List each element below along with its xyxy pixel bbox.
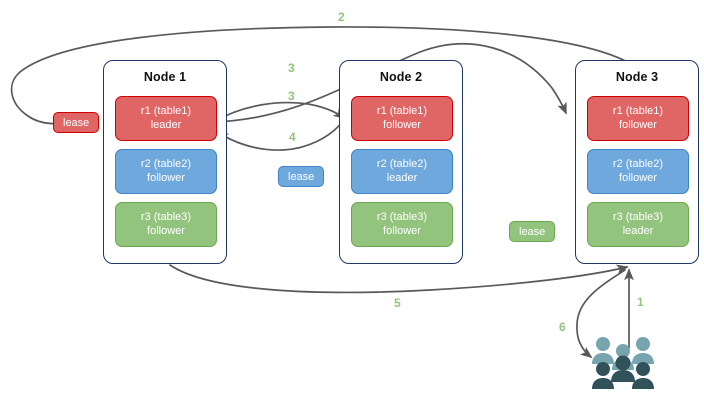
replica-role: leader bbox=[150, 118, 182, 131]
node-title: Node 1 bbox=[143, 70, 187, 84]
replica-name: r1 (table1) bbox=[376, 105, 428, 117]
step-label-6: 6 bbox=[559, 320, 566, 334]
replica-chip-r3[interactable]: r3 (table3) follower bbox=[115, 202, 217, 247]
replica-name: r2 (table2) bbox=[612, 158, 664, 170]
node-title: Node 2 bbox=[379, 70, 423, 84]
replica-chip-r3[interactable]: r3 (table3) follower bbox=[351, 202, 453, 247]
replica-chip-r1[interactable]: r1 (table1) follower bbox=[351, 96, 453, 141]
step-label-5: 5 bbox=[394, 296, 401, 310]
replica-role: follower bbox=[383, 224, 421, 237]
replica-name: r3 (table3) bbox=[612, 211, 664, 223]
replica-role: follower bbox=[147, 171, 185, 184]
replica-role: follower bbox=[383, 118, 421, 131]
replica-name: r1 (table1) bbox=[140, 105, 192, 117]
replica-name: r2 (table2) bbox=[140, 158, 192, 170]
replica-chip-r2[interactable]: r2 (table2) follower bbox=[587, 149, 689, 194]
edge-3-lower bbox=[212, 101, 346, 123]
people-group-icon bbox=[592, 337, 654, 389]
step-label-4: 4 bbox=[289, 130, 296, 144]
node-container-3[interactable]: Node 3 r1 (table1) follower r2 (table2) … bbox=[575, 60, 699, 264]
replica-name: r3 (table3) bbox=[376, 211, 428, 223]
step-label-1: 1 bbox=[637, 295, 644, 309]
lease-badge-table3[interactable]: lease bbox=[509, 221, 556, 242]
lease-badge-table1[interactable]: lease bbox=[53, 112, 100, 133]
replica-role: leader bbox=[386, 171, 418, 184]
replica-role: follower bbox=[147, 224, 185, 237]
edge-5 bbox=[169, 264, 629, 294]
node-container-1[interactable]: Node 1 r1 (table1) leader r2 (table2) fo… bbox=[103, 60, 227, 264]
replica-chip-r1[interactable]: r1 (table1) leader bbox=[115, 96, 217, 141]
lease-badge-table2[interactable]: lease bbox=[278, 166, 325, 187]
replica-chip-r3[interactable]: r3 (table3) leader bbox=[587, 202, 689, 247]
replica-role: follower bbox=[619, 171, 657, 184]
replica-chip-r2[interactable]: r2 (table2) leader bbox=[351, 149, 453, 194]
replica-name: r3 (table3) bbox=[140, 211, 192, 223]
replica-name: r1 (table1) bbox=[612, 105, 664, 117]
node-container-2[interactable]: Node 2 r1 (table1) follower r2 (table2) … bbox=[339, 60, 463, 264]
step-label-2: 2 bbox=[338, 10, 345, 24]
edge-4 bbox=[216, 120, 344, 151]
step-label-3b: 3 bbox=[288, 89, 295, 103]
replica-chip-r1[interactable]: r1 (table1) follower bbox=[587, 96, 689, 141]
replica-role: leader bbox=[622, 224, 654, 237]
step-label-3a: 3 bbox=[288, 61, 295, 75]
node-title: Node 3 bbox=[615, 70, 659, 84]
replica-chip-r2[interactable]: r2 (table2) follower bbox=[115, 149, 217, 194]
replica-role: follower bbox=[619, 118, 657, 131]
replica-name: r2 (table2) bbox=[376, 158, 428, 170]
